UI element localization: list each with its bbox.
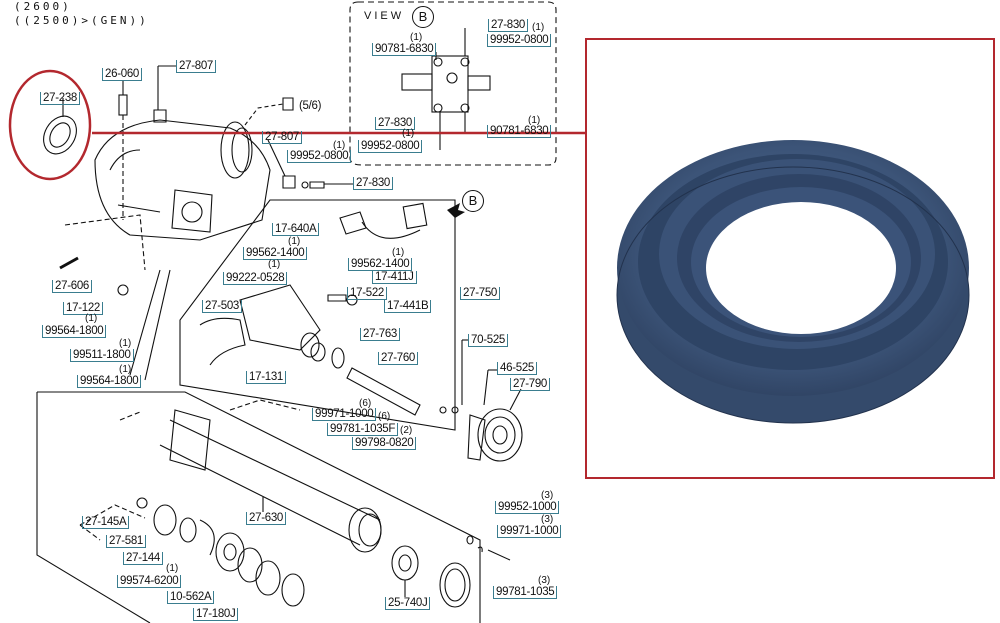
quantity-note: (3) (541, 514, 554, 525)
part-label-27-830b: 27-830 (488, 19, 529, 32)
part-label-17-180J: 17-180J (193, 608, 239, 621)
quantity-note: (1) (85, 313, 98, 324)
model-code-line1: (2600) (14, 0, 72, 13)
quantity-note: (1) (528, 115, 541, 126)
part-label-27-238: 27-238 (40, 92, 81, 105)
part-label-99574-6200: 99574-6200 (117, 575, 182, 588)
part-label-99798-0820: 99798-0820 (352, 437, 417, 450)
quantity-note: (1) (410, 32, 423, 43)
quantity-note: (1) (392, 247, 405, 258)
part-label-99952-1000: 99952-1000 (495, 501, 560, 514)
part-label-70-525: 70-525 (468, 334, 509, 347)
quantity-note: (3) (538, 575, 551, 586)
product-photo-frame (585, 38, 995, 479)
part-label-27-760: 27-760 (378, 352, 419, 365)
part-label-27-790: 27-790 (510, 378, 551, 391)
quantity-note: (1) (288, 236, 301, 247)
part-label-99511-1800: 99511-1800 (70, 349, 134, 362)
quantity-note: (1) (532, 22, 545, 33)
view-b-arrow (447, 203, 465, 218)
part-label-46-525: 46-525 (497, 362, 538, 375)
quantity-note: (6) (378, 411, 391, 422)
part-label-27-750: 27-750 (460, 287, 501, 300)
part-label-99781-1035: 99781-1035 (493, 586, 558, 599)
part-label-99222-0528: 99222-0528 (223, 272, 288, 285)
part-label-27-763: 27-763 (360, 328, 401, 341)
part-label-99781-1035F: 99781-1035F (327, 423, 399, 436)
part-label-17-441B: 17-441B (384, 300, 432, 313)
quantity-note: (1) (119, 364, 132, 375)
part-label-26-060: 26-060 (102, 68, 143, 81)
quantity-note: (1) (268, 259, 281, 270)
part-label-99562-1400b: 99562-1400 (348, 258, 413, 271)
part-label-27-144: 27-144 (123, 552, 164, 565)
part-label-27-145A: 27-145A (82, 516, 130, 529)
part-label-17-122: 17-122 (63, 302, 104, 315)
part-label-27-581: 27-581 (106, 535, 147, 548)
oil-seal-photo (616, 140, 970, 424)
part-label-90781-6830a: 90781-6830 (372, 43, 437, 56)
part-label-27-807b: 27-807 (262, 131, 303, 144)
highlight-circle (8, 69, 92, 181)
part-label-17-522: 17-522 (347, 287, 388, 300)
part-label-27-830c: 27-830 (375, 117, 416, 130)
part-label-27-630: 27-630 (246, 512, 287, 525)
view-b-title: VIEW (364, 10, 405, 22)
quantity-note: (1) (119, 338, 132, 349)
part-label-27-830a: 27-830 (353, 177, 394, 190)
part-label-17-640A: 17-640A (272, 223, 320, 236)
part-label-99971-1000b: 99971-1000 (497, 525, 562, 538)
part-label-99564-1800b: 99564-1800 (77, 375, 142, 388)
view-b-marker: B (412, 6, 434, 28)
part-label-27-503: 27-503 (202, 300, 243, 313)
quantity-note: (1) (333, 140, 346, 151)
quantity-note: (6) (359, 398, 372, 409)
quantity-note: (2) (400, 425, 413, 436)
part-label-5-6: (5/6) (299, 100, 322, 112)
quantity-note: (3) (541, 490, 554, 501)
part-label-99564-1800a: 99564-1800 (42, 325, 107, 338)
part-label-99562-1400a: 99562-1400 (243, 247, 308, 260)
part-label-17-131: 17-131 (246, 371, 287, 384)
part-label-17-411J: 17-411J (372, 271, 417, 284)
part-label-10-562A: 10-562A (167, 591, 215, 604)
quantity-note: (1) (166, 563, 179, 574)
part-label-99971-1000a: 99971-1000 (312, 408, 377, 421)
view-b-arrow-marker: B (462, 190, 484, 212)
part-label-25-740J: 25-740J (385, 597, 431, 610)
model-code-line2: ((2500)>(GEN)) (14, 14, 149, 27)
part-label-99952-0800c: 99952-0800 (358, 140, 423, 153)
part-label-99952-0800a: 99952-0800 (287, 150, 352, 163)
part-label-99952-0800b: 99952-0800 (487, 34, 552, 47)
part-label-90781-6830b: 90781-6830 (487, 125, 552, 138)
part-label-27-606: 27-606 (52, 280, 93, 293)
quantity-note: (1) (402, 128, 415, 139)
part-label-27-807a: 27-807 (176, 60, 217, 73)
